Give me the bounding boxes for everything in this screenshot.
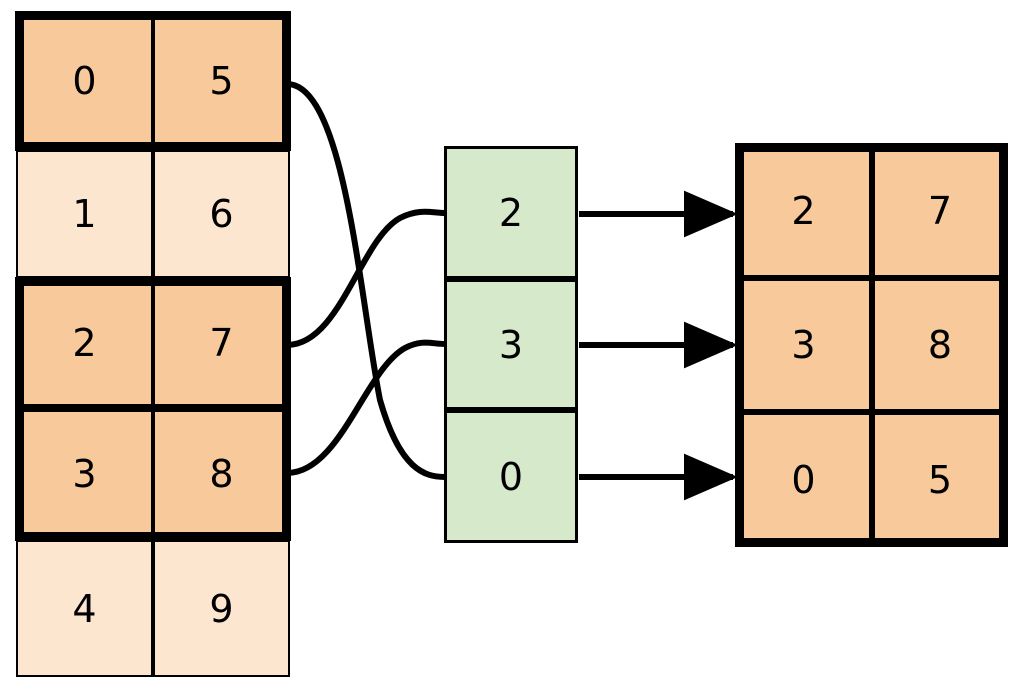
link-row-2-to-index-0: [286, 208, 446, 348]
result-cell-r2c0: 0: [735, 412, 872, 547]
result-matrix: 2 7 3 8 0 5: [735, 143, 1008, 547]
link-row-3-to-index-1: [286, 339, 446, 476]
source-cell-r0c0: 0: [16, 12, 153, 150]
index-vector: 2 3 0: [444, 146, 578, 543]
result-cell-r1c1: 8: [872, 278, 1008, 412]
source-cell-r3c1: 8: [153, 408, 290, 540]
index-cell-0: 2: [444, 146, 578, 279]
source-cell-r2c1: 7: [153, 278, 290, 408]
result-cell-r1c0: 3: [735, 278, 872, 412]
source-cell-r2c0: 2: [16, 278, 153, 408]
source-matrix: 0 5 1 6 2 7 3 8 4 9: [15, 11, 291, 677]
source-row-2-3-divider: [20, 404, 286, 412]
result-cell-r2c1: 5: [872, 412, 1008, 547]
source-cell-r4c1: 9: [153, 540, 290, 677]
source-cell-r1c0: 1: [16, 150, 153, 278]
source-cell-r0c1: 5: [153, 12, 290, 150]
source-cell-r1c1: 6: [153, 150, 290, 278]
result-cell-r0c0: 2: [735, 143, 872, 278]
index-cell-1: 3: [444, 279, 578, 410]
index-cell-2: 0: [444, 410, 578, 543]
source-cell-r4c0: 4: [16, 540, 153, 677]
result-cell-r0c1: 7: [872, 143, 1008, 278]
source-cell-r3c0: 3: [16, 408, 153, 540]
link-row-0-to-index-2: [286, 81, 446, 480]
